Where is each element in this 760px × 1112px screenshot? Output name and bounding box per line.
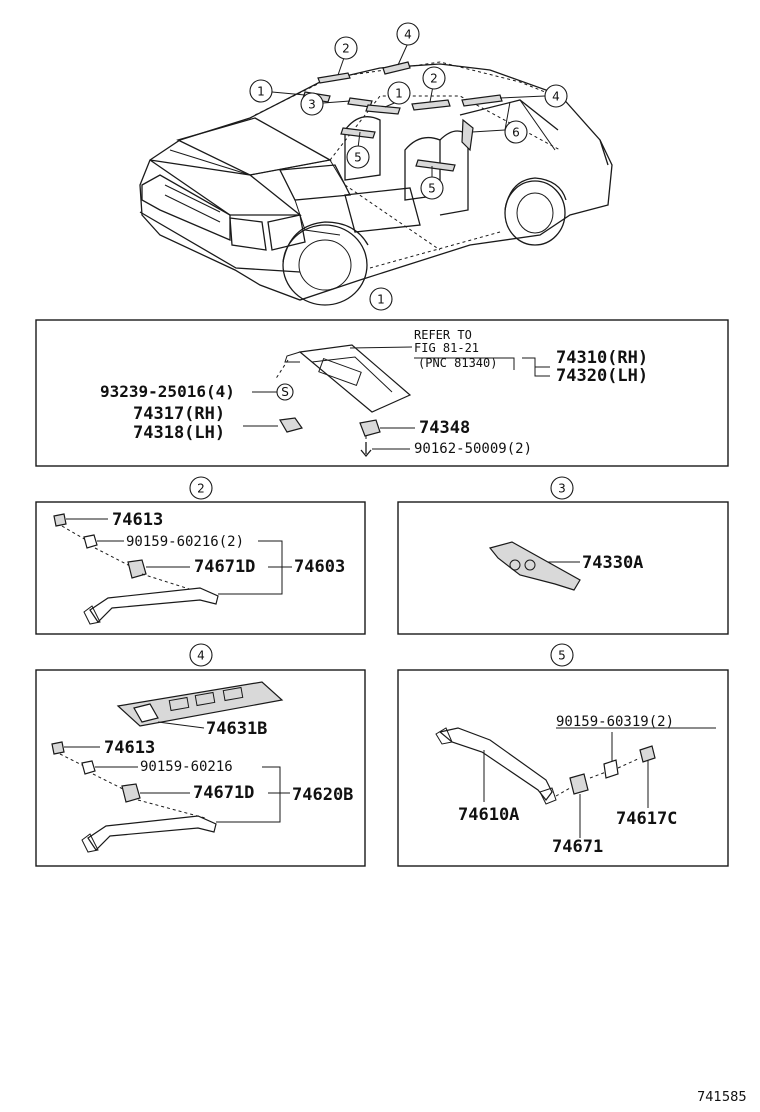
part-assy-74603[interactable]: 74603 [294, 557, 345, 577]
panel-5-label: 5 [550, 643, 574, 667]
callout-2-a: 2 [334, 36, 358, 60]
callout-1-b: 1 [387, 81, 411, 105]
svg-text:1: 1 [257, 85, 265, 99]
svg-text:5: 5 [558, 649, 566, 663]
callout-6: 6 [504, 120, 528, 144]
assist-grip-icon-2 [87, 815, 217, 851]
part-clip-74348[interactable]: 74348 [419, 418, 470, 438]
bracket-icon-2 [121, 783, 141, 803]
panel-1-label: 1 [369, 287, 393, 311]
panel-4-assist-grip: 4 74631B 74613 90159-60216 74671D 74620B [35, 643, 366, 867]
sun-visor [298, 344, 412, 413]
panel-2-label: 2 [189, 476, 213, 500]
part-assy-74620b[interactable]: 74620B [292, 785, 353, 805]
svg-text:3: 3 [558, 482, 566, 496]
svg-text:4: 4 [197, 649, 205, 663]
screw-icon [83, 534, 98, 549]
assist-grip-icon-3 [438, 727, 553, 801]
svg-text:2: 2 [342, 42, 350, 56]
part-holder-lh[interactable]: 74318(LH) [133, 423, 225, 443]
refer-to-line-3: (PNC 81340) [418, 356, 497, 370]
part-grip-74610a[interactable]: 74610A [458, 805, 519, 825]
car-overview: 1 2 4 3 1 2 4 6 5 5 [139, 22, 613, 306]
callout-4-b: 4 [544, 84, 568, 108]
part-base-74631b[interactable]: 74631B [206, 719, 267, 739]
part-screw-93239[interactable]: 93239-25016(4) [100, 382, 235, 401]
refer-to-line-1: REFER TO [414, 328, 472, 342]
visor-clip-icon [359, 419, 381, 437]
part-bolt-90162[interactable]: 90162-50009(2) [414, 441, 532, 457]
base-plate-icon [116, 681, 284, 727]
svg-text:4: 4 [552, 90, 560, 104]
part-screw-90159-60319[interactable]: 90159-60319(2) [556, 714, 674, 730]
part-bracket-74671[interactable]: 74671 [552, 837, 603, 857]
bracket-icon-3 [569, 773, 589, 795]
cap-icon [53, 513, 67, 527]
part-visor-rh[interactable]: 74310(RH) [556, 348, 648, 368]
panel-3-coat-hook: 3 74330A [397, 476, 729, 635]
panel-4-label: 4 [189, 643, 213, 667]
svg-text:6: 6 [512, 126, 520, 140]
panel-2-assist-grip: 2 74613 90159-60216(2) 74671D 74603 [35, 476, 366, 635]
svg-text:S: S [281, 385, 289, 399]
cap-icon-3 [639, 745, 656, 763]
diagram-code: 741585 [697, 1090, 747, 1105]
part-visor-lh[interactable]: 74320(LH) [556, 366, 648, 386]
svg-text:2: 2 [197, 482, 205, 496]
part-cap-74613-b[interactable]: 74613 [104, 738, 155, 758]
svg-text:4: 4 [404, 28, 412, 42]
callout-4-a: 4 [396, 22, 420, 46]
screw-icon-3 [603, 759, 619, 779]
svg-text:1: 1 [377, 293, 385, 307]
svg-text:1: 1 [395, 87, 403, 101]
svg-text:5: 5 [354, 151, 362, 165]
part-cap-74617c[interactable]: 74617C [616, 809, 677, 829]
svg-text:3: 3 [308, 98, 316, 112]
panel-1-sun-visor: 1 REFER TO FIG 81-21 (PNC 81340) 74310(R… [35, 287, 729, 467]
callout-1-a: 1 [249, 79, 273, 103]
svg-text:5: 5 [428, 182, 436, 196]
callout-2-b: 2 [422, 66, 446, 90]
bracket-icon [127, 559, 147, 579]
part-bracket-74671d-b[interactable]: 74671D [193, 783, 254, 803]
part-screw-90159-60216-b[interactable]: 90159-60216 [140, 759, 233, 775]
panel-5-assist-grip: 5 74610A 90159-60319(2) 74617C 74671 [397, 643, 729, 867]
bolt-icon [360, 442, 372, 458]
callout-3: 3 [300, 92, 324, 116]
cap-icon-2 [51, 741, 65, 755]
part-bracket-74671d[interactable]: 74671D [194, 557, 255, 577]
svg-text:2: 2 [430, 72, 438, 86]
part-screw-90159-60216[interactable]: 90159-60216(2) [126, 534, 244, 550]
refer-to-line-2: FIG 81-21 [414, 341, 479, 355]
part-hook-74330a[interactable]: 74330A [582, 553, 643, 573]
screw-s-icon [276, 383, 294, 401]
visor-holder-icon [279, 417, 303, 433]
screw-icon-2 [81, 760, 96, 775]
part-holder-rh[interactable]: 74317(RH) [133, 404, 225, 424]
panel-3-label: 3 [550, 476, 574, 500]
callout-5-b: 5 [420, 176, 444, 200]
part-cap-74613[interactable]: 74613 [112, 510, 163, 530]
assist-grip-icon [89, 587, 219, 623]
callout-5-a: 5 [346, 145, 370, 169]
